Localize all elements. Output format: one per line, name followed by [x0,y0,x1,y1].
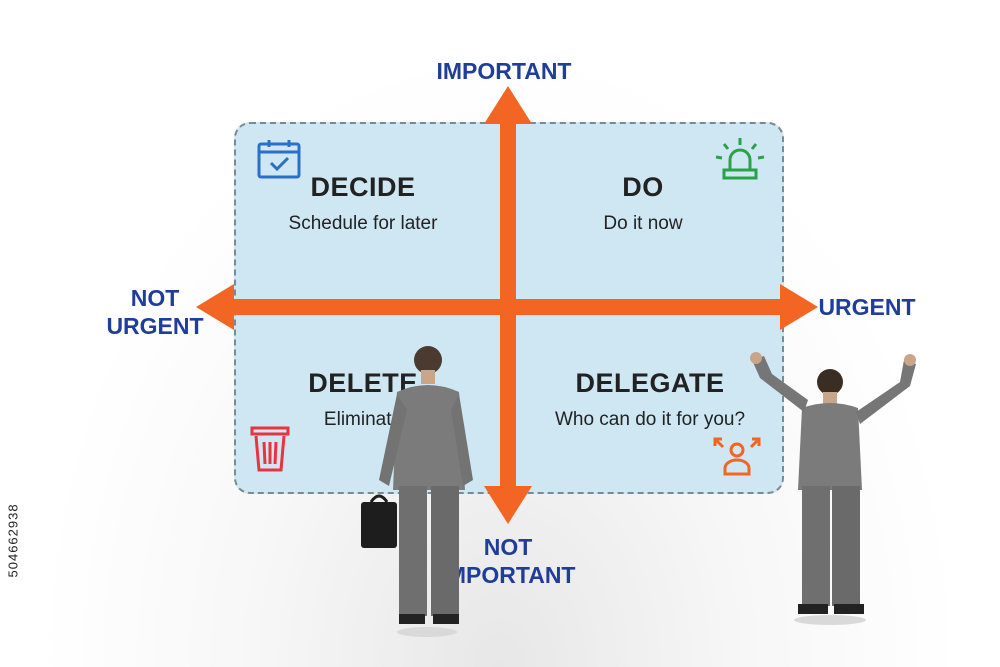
quadrant-decide-subtitle: Schedule for later [288,213,438,234]
quadrant-decide-title: DECIDE [310,172,416,202]
axis-label-important: IMPORTANT [436,58,572,84]
axis-label-not-important-line2: IMPORTANT [440,562,576,588]
businessman-walking-figure [361,346,473,637]
trash-bin-icon [250,424,290,474]
arrow-down-head [484,486,532,524]
arrow-up-head [484,86,532,124]
calendar-check-icon [256,138,302,180]
quadrant-do-title: DO [622,172,664,202]
axis-label-not-urgent-line2: URGENT [106,313,204,339]
quadrant-do-subtitle: Do it now [603,213,683,234]
arrow-left-head [196,284,234,330]
delegate-person-icon [711,436,763,478]
horizontal-axis-bar [226,299,782,315]
axis-label-urgent: URGENT [818,294,916,320]
arrow-right-head [780,284,818,330]
axis-label-not-urgent-line1: NOT [130,285,180,311]
quadrant-delegate-title: DELEGATE [575,368,725,398]
quadrant-delegate-subtitle: Who can do it for you? [554,409,746,430]
alarm-siren-icon [714,136,766,182]
stock-image-id: 504662938 [5,503,21,578]
quadrant-delete-subtitle: Eliminate [323,409,403,430]
axis-label-not-important-line1: NOT [483,534,533,560]
businessman-cheering-figure [750,352,916,625]
